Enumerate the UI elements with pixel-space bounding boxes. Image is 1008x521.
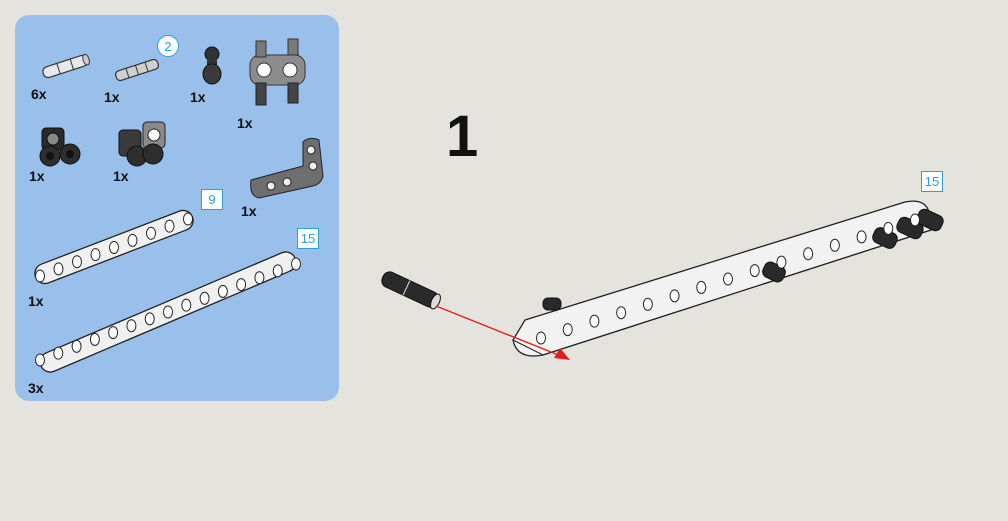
beam-hole xyxy=(89,332,100,346)
beam-hole xyxy=(35,269,45,283)
beam-hole xyxy=(669,289,680,303)
beam-hole xyxy=(217,284,228,298)
part-qty: 6x xyxy=(31,86,47,102)
beam-15-icon xyxy=(35,251,301,373)
beam-hole xyxy=(910,213,920,227)
axle-long-icon xyxy=(114,58,160,82)
beam-hole xyxy=(696,280,707,294)
beam-hole xyxy=(164,219,175,233)
insert-arrow-icon xyxy=(435,305,570,360)
beam-hole xyxy=(291,257,301,271)
beam-hole xyxy=(144,312,155,326)
beam-hole xyxy=(146,226,156,240)
length-badge: 2 xyxy=(157,35,179,57)
beam-hole xyxy=(803,247,814,261)
ball-joint-icon xyxy=(202,46,222,85)
beam-hole xyxy=(72,255,82,269)
beam-hole xyxy=(126,319,137,333)
beam-hole xyxy=(163,305,173,319)
beam-hole xyxy=(589,314,600,328)
double-connector-icon xyxy=(39,127,81,167)
beam-hole xyxy=(642,297,653,311)
beam-hole xyxy=(272,264,283,278)
beam-hole xyxy=(181,298,192,312)
part-qty: 1x xyxy=(104,89,120,105)
beam-hole xyxy=(108,326,119,340)
part-qty: 1x xyxy=(113,168,129,184)
beam-hole xyxy=(183,212,193,226)
beam-hole xyxy=(776,255,787,269)
length-box: 15 xyxy=(297,228,319,249)
axle-pin-icon xyxy=(42,53,90,79)
beam-hole xyxy=(562,323,573,337)
beam-hole xyxy=(254,271,265,285)
l-beam-icon xyxy=(250,137,324,199)
beam-hole xyxy=(723,272,733,286)
beam-hole xyxy=(829,238,840,252)
length-box: 9 xyxy=(201,189,223,210)
beam-hole xyxy=(199,291,210,305)
part-qty: 1x xyxy=(28,293,44,309)
beam-hole xyxy=(90,248,101,262)
beam-hole xyxy=(616,306,627,320)
part-qty: 1x xyxy=(29,168,45,184)
assembly-length-box: 15 xyxy=(921,171,943,192)
beam-hole xyxy=(749,264,760,278)
part-qty: 1x xyxy=(241,203,257,219)
part-qty: 1x xyxy=(237,115,253,131)
beam-hole xyxy=(53,346,64,360)
beam-9-icon xyxy=(34,209,194,285)
beam-hole xyxy=(236,278,247,292)
beam-hole xyxy=(35,353,45,367)
beam-hole xyxy=(127,233,138,247)
part-qty: 3x xyxy=(28,380,44,396)
beam-hole xyxy=(883,221,894,235)
beam-hole xyxy=(856,230,867,244)
loose-pin-icon xyxy=(381,271,441,310)
beam-hole xyxy=(71,339,82,353)
beam-hole xyxy=(53,262,64,276)
step-number: 1 xyxy=(446,104,479,169)
part-qty: 1x xyxy=(190,89,206,105)
beam-hole xyxy=(109,241,119,254)
assembly-beam-icon xyxy=(512,200,944,357)
perpendicular-connector-icon xyxy=(118,121,166,167)
cross-connector-icon xyxy=(249,38,306,106)
beam-hole xyxy=(536,331,546,345)
